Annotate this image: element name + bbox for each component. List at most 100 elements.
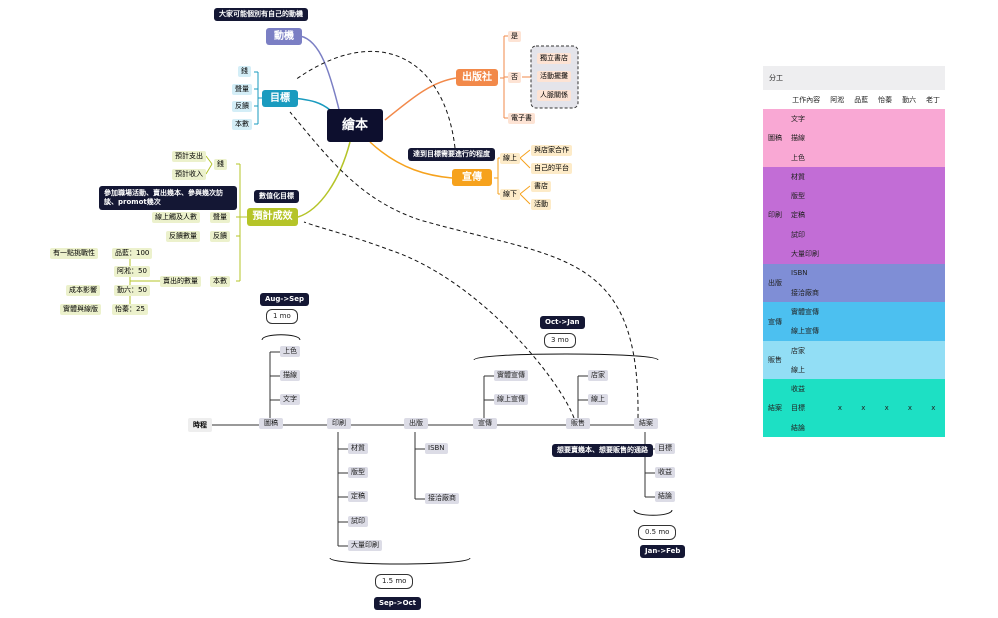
- publisher-no-item-booth[interactable]: 活動擺攤: [537, 71, 571, 82]
- goal-item-feedback[interactable]: 反饋: [232, 101, 252, 112]
- duration-range-print: Sep->Oct: [374, 597, 422, 610]
- promo-node[interactable]: 宣傳: [452, 169, 492, 186]
- header-qinliu: 勤六: [902, 95, 917, 104]
- promo-offline-item-bookstore[interactable]: 書店: [531, 181, 551, 192]
- table-row: 線上宣傳: [763, 321, 945, 341]
- table-cell-task: 結論: [791, 423, 805, 432]
- goal-item-money[interactable]: 錢: [238, 66, 251, 77]
- draw-item-color[interactable]: 上色: [280, 346, 300, 357]
- results-note-challenge[interactable]: 有一點挑戰性: [50, 248, 98, 259]
- results-money[interactable]: 錢: [214, 159, 227, 170]
- close-item-revenue[interactable]: 收益: [655, 467, 675, 478]
- results-money-income[interactable]: 預計收入: [172, 169, 206, 180]
- stage-close[interactable]: 結案: [634, 418, 658, 429]
- duration-length-promo: 3 mo: [544, 333, 576, 348]
- promo-item-online[interactable]: 線上宣傳: [494, 394, 528, 405]
- draw-item-text[interactable]: 文字: [280, 394, 300, 405]
- stage-sales[interactable]: 販售: [566, 418, 590, 429]
- stage-draw[interactable]: 圖稿: [259, 418, 283, 429]
- publisher-no-item-network[interactable]: 人脈關係: [537, 90, 571, 101]
- results-count[interactable]: 本數: [210, 276, 230, 287]
- publisher-ebook[interactable]: 電子書: [508, 113, 535, 124]
- print-item-layout[interactable]: 版型: [348, 467, 368, 478]
- promo-online-item-store[interactable]: 與店家合作: [531, 145, 572, 156]
- close-item-conclusion[interactable]: 結論: [655, 491, 675, 502]
- print-item-material[interactable]: 材質: [348, 443, 368, 454]
- division-table: 分工 工作內容 阿淞 品藍 怡蓁 勤六 老丁 圖稿文字描線上色印刷材質版型定稿試…: [763, 66, 945, 438]
- promo-offline[interactable]: 線下: [500, 189, 520, 200]
- table-cell-assign[interactable]: x: [907, 404, 913, 413]
- motivation-node[interactable]: 動機: [266, 28, 302, 45]
- table-cell-task: 店家: [791, 346, 805, 355]
- table-cell-assign[interactable]: x: [884, 404, 889, 413]
- table-cell-task: 實體宣傳: [791, 307, 819, 316]
- results-note-cost[interactable]: 成本影響: [66, 285, 100, 296]
- results-feedback-count[interactable]: 反饋數量: [166, 231, 200, 242]
- results-person-pinlan[interactable]: 品藍：100: [112, 248, 153, 259]
- goal-item-count[interactable]: 本數: [232, 119, 252, 130]
- sales-item-store[interactable]: 店家: [588, 370, 608, 381]
- results-node[interactable]: 預計成效: [247, 208, 298, 226]
- sales-item-online[interactable]: 線上: [588, 394, 608, 405]
- results-note-format[interactable]: 實體與線版: [60, 304, 101, 315]
- table-cell-task: 文字: [791, 114, 805, 123]
- promo-online[interactable]: 線上: [500, 153, 520, 164]
- promo-online-item-platform[interactable]: 自己的平台: [531, 163, 572, 174]
- duration-range-close: Jan->Feb: [640, 545, 686, 558]
- close-item-goal[interactable]: 目標: [655, 443, 675, 454]
- table-group: 販售店家線上: [763, 340, 945, 380]
- table-cell-task: 大量印刷: [791, 250, 819, 259]
- timeline-label: 時程: [188, 418, 212, 432]
- table-row: 描線: [763, 128, 945, 148]
- print-item-mass[interactable]: 大量印刷: [348, 540, 382, 551]
- publish-item-vendor[interactable]: 接洽廠商: [425, 493, 459, 504]
- results-money-expense[interactable]: 預計支出: [172, 151, 206, 162]
- table-cell-assign[interactable]: x: [861, 404, 866, 413]
- central-topic[interactable]: 繪本: [327, 109, 383, 142]
- table-group-label: 圖稿: [763, 109, 787, 168]
- sales-tip: 想要賣幾本、想要販售的通路: [552, 444, 653, 457]
- header-laoding: 老丁: [926, 95, 941, 104]
- table-row: 結論: [763, 418, 945, 438]
- publish-item-isbn[interactable]: ISBN: [425, 443, 448, 454]
- promo-item-physical[interactable]: 實體宣傳: [494, 370, 528, 381]
- print-item-final[interactable]: 定稿: [348, 491, 368, 502]
- table-title: 分工: [769, 74, 783, 82]
- goal-node[interactable]: 目標: [262, 90, 298, 107]
- header-pinlan: 品藍: [854, 95, 869, 104]
- header-asong: 阿淞: [830, 95, 845, 104]
- results-voice-reach[interactable]: 線上觸及人數: [152, 212, 200, 223]
- stage-print[interactable]: 印刷: [327, 418, 351, 429]
- goal-item-voice[interactable]: 聲量: [232, 84, 252, 95]
- results-person-yizhen[interactable]: 怡蓁：25: [112, 304, 148, 315]
- duration-range-promo: Oct->Jan: [540, 316, 585, 329]
- table-row: 上色: [763, 147, 945, 168]
- table-cell-assign[interactable]: x: [837, 404, 843, 413]
- table-cell-task: 線上: [791, 365, 805, 374]
- print-item-trial[interactable]: 試印: [348, 516, 368, 527]
- draw-item-line[interactable]: 描線: [280, 370, 300, 381]
- table-cell-task: ISBN: [791, 269, 808, 278]
- duration-range-draw: Aug->Sep: [260, 293, 309, 306]
- table-header-row: 工作內容 阿淞 品藍 怡蓁 勤六 老丁: [763, 90, 945, 109]
- publisher-no[interactable]: 否: [508, 72, 521, 83]
- table-cell-task: 版型: [791, 192, 805, 201]
- results-feedback[interactable]: 反饋: [210, 231, 230, 242]
- stage-publish[interactable]: 出版: [404, 418, 428, 429]
- publisher-yes[interactable]: 是: [508, 31, 521, 42]
- results-person-qinliu[interactable]: 勤六：50: [114, 285, 150, 296]
- results-count-sold[interactable]: 賣出的數量: [160, 276, 201, 287]
- results-voice[interactable]: 聲量: [210, 212, 230, 223]
- table-cell-assign[interactable]: x: [931, 404, 936, 413]
- stage-promo[interactable]: 宣傳: [473, 418, 497, 429]
- table-cell-task: 試印: [791, 230, 805, 239]
- table-group: 印刷材質版型定稿試印大量印刷: [763, 167, 945, 264]
- publisher-no-item-bookstore[interactable]: 獨立書店: [537, 53, 571, 64]
- promo-offline-item-event[interactable]: 活動: [531, 199, 551, 210]
- publisher-node[interactable]: 出版社: [456, 69, 498, 86]
- results-person-asong[interactable]: 阿淞：50: [114, 266, 150, 277]
- table-group-label: 出版: [763, 263, 787, 303]
